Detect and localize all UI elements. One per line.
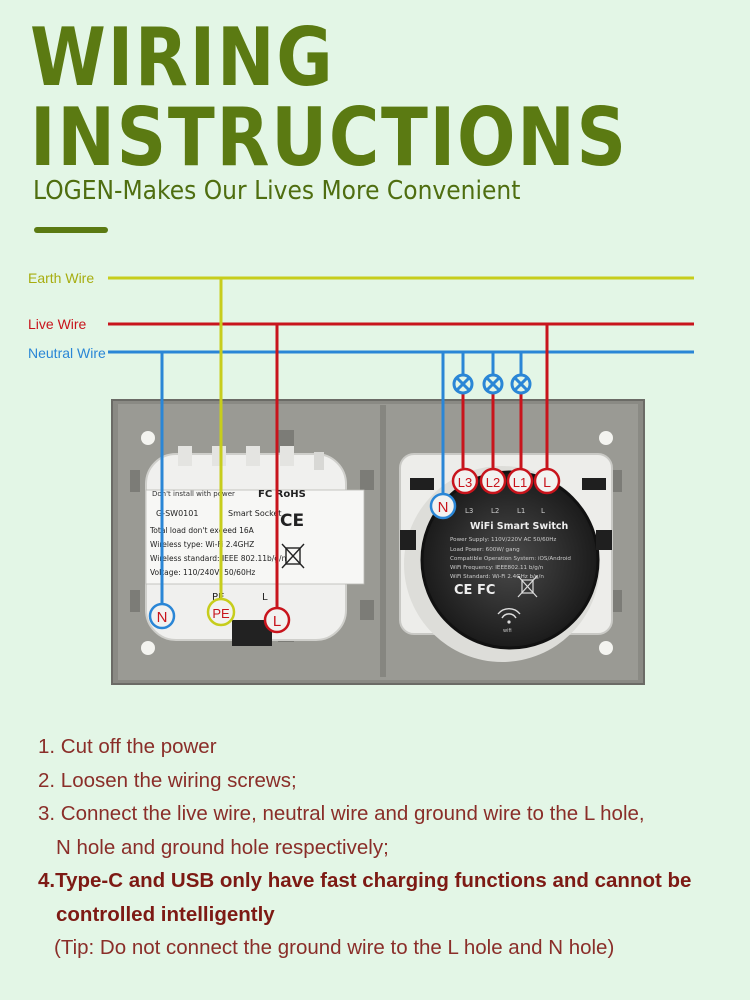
switch-l-badge-text: L	[543, 474, 551, 490]
instruction-steps: 1. Cut off the power 2. Loosen the wirin…	[38, 730, 743, 965]
switch-l2-badge	[479, 467, 507, 495]
switch-cert-marks: CE FC	[454, 583, 495, 598]
socket-wireless-type: Wireless type: Wi-Fi 2.4GHZ	[150, 540, 254, 549]
switch-l2-badge-text: L2	[486, 475, 500, 490]
switch-terminal-l: L	[541, 507, 545, 515]
socket-l-badge	[263, 606, 291, 634]
switch-power-supply: Power Supply: 110V/220V AC 50/60Hz	[450, 537, 556, 543]
smart-socket-module: Don't install with power FC RoHS G-SW010…	[145, 446, 365, 646]
switch-standard: WiFi Standard: Wi-Fi 2.4GHz b/g/n	[450, 574, 544, 580]
subtitle: LOGEN-Makes Our Lives More Convenient	[33, 176, 521, 206]
step-4: 4.Type-C and USB only have fast charging…	[38, 869, 692, 892]
socket-model: G-SW0101	[156, 509, 198, 518]
switch-terminal-l3: L3	[465, 507, 473, 515]
earth-wire-label: Earth Wire	[28, 270, 95, 286]
step-3-continued: N hole and ground hole respectively;	[56, 835, 389, 859]
wiring-diagram: Don't install with power FC RoHS G-SW010…	[108, 276, 694, 685]
live-wire-label: Live Wire	[28, 316, 87, 332]
socket-terminal-l: L	[262, 592, 268, 603]
lamp-icon	[482, 373, 504, 395]
tip-text: (Tip: Do not connect the ground wire to …	[54, 936, 615, 959]
weee-bin-icon	[517, 575, 538, 598]
title-line-2: INSTRUCTIONS	[30, 91, 628, 184]
weee-bin-icon	[281, 543, 305, 569]
socket-pe-badge-text: PE	[212, 606, 230, 621]
accent-bar	[34, 227, 108, 233]
switch-os: Compatible Operation System: iOS/Android	[450, 556, 571, 562]
socket-ce-mark: CE	[280, 511, 304, 531]
switch-frequency: WiFi Frequency: IEEE802.11 b/g/n	[450, 565, 544, 571]
socket-cert-marks: FC RoHS	[258, 489, 306, 500]
switch-l3-badge-text: L3	[458, 475, 472, 490]
switch-l3-badge	[451, 467, 479, 495]
wifi-switch-module: L3 L2 L1 L WiFi Smart Switch Power Suppl…	[399, 453, 613, 662]
socket-n-badge	[148, 602, 176, 630]
switch-l-badge	[533, 467, 561, 495]
lamp-icon	[510, 373, 532, 395]
lamp-icon	[452, 373, 474, 395]
socket-terminal-pe: PE	[212, 592, 224, 603]
switch-load-power: Load Power: 600W/ gang	[450, 547, 520, 553]
neutral-wire-label: Neutral Wire	[28, 345, 106, 361]
step-4-continued: controlled intelligently	[56, 902, 275, 926]
title-line-1: WIRING	[30, 11, 335, 104]
socket-name: Smart Socket	[228, 509, 282, 518]
socket-voltage: Voltage: 110/240V, 50/60Hz	[150, 568, 255, 577]
switch-n-badge-text: N	[438, 499, 449, 516]
switch-l1-badge-text: L1	[513, 475, 527, 490]
switch-terminal-l2: L2	[491, 507, 499, 515]
socket-total-load: Total load don't exceed 16A	[149, 526, 255, 535]
step-3: 3. Connect the live wire, neutral wire a…	[38, 802, 645, 825]
socket-wireless-standard: Wireless standard: IEEE 802.11b/g/n	[150, 554, 287, 563]
socket-n-badge-text: N	[157, 609, 168, 626]
socket-l-badge-text: L	[273, 613, 281, 630]
wifi-icon	[497, 608, 521, 624]
switch-n-badge	[429, 492, 457, 520]
switch-terminal-l1: L1	[517, 507, 525, 515]
socket-warning-text: Don't install with power	[152, 490, 235, 498]
switch-l1-badge	[506, 467, 534, 495]
switch-wifi-text: wifi	[503, 628, 512, 634]
socket-pe-badge	[206, 597, 236, 627]
step-2: 2. Loosen the wiring screws;	[38, 768, 297, 792]
switch-title: WiFi Smart Switch	[470, 521, 569, 532]
step-1: 1. Cut off the power	[38, 735, 217, 758]
